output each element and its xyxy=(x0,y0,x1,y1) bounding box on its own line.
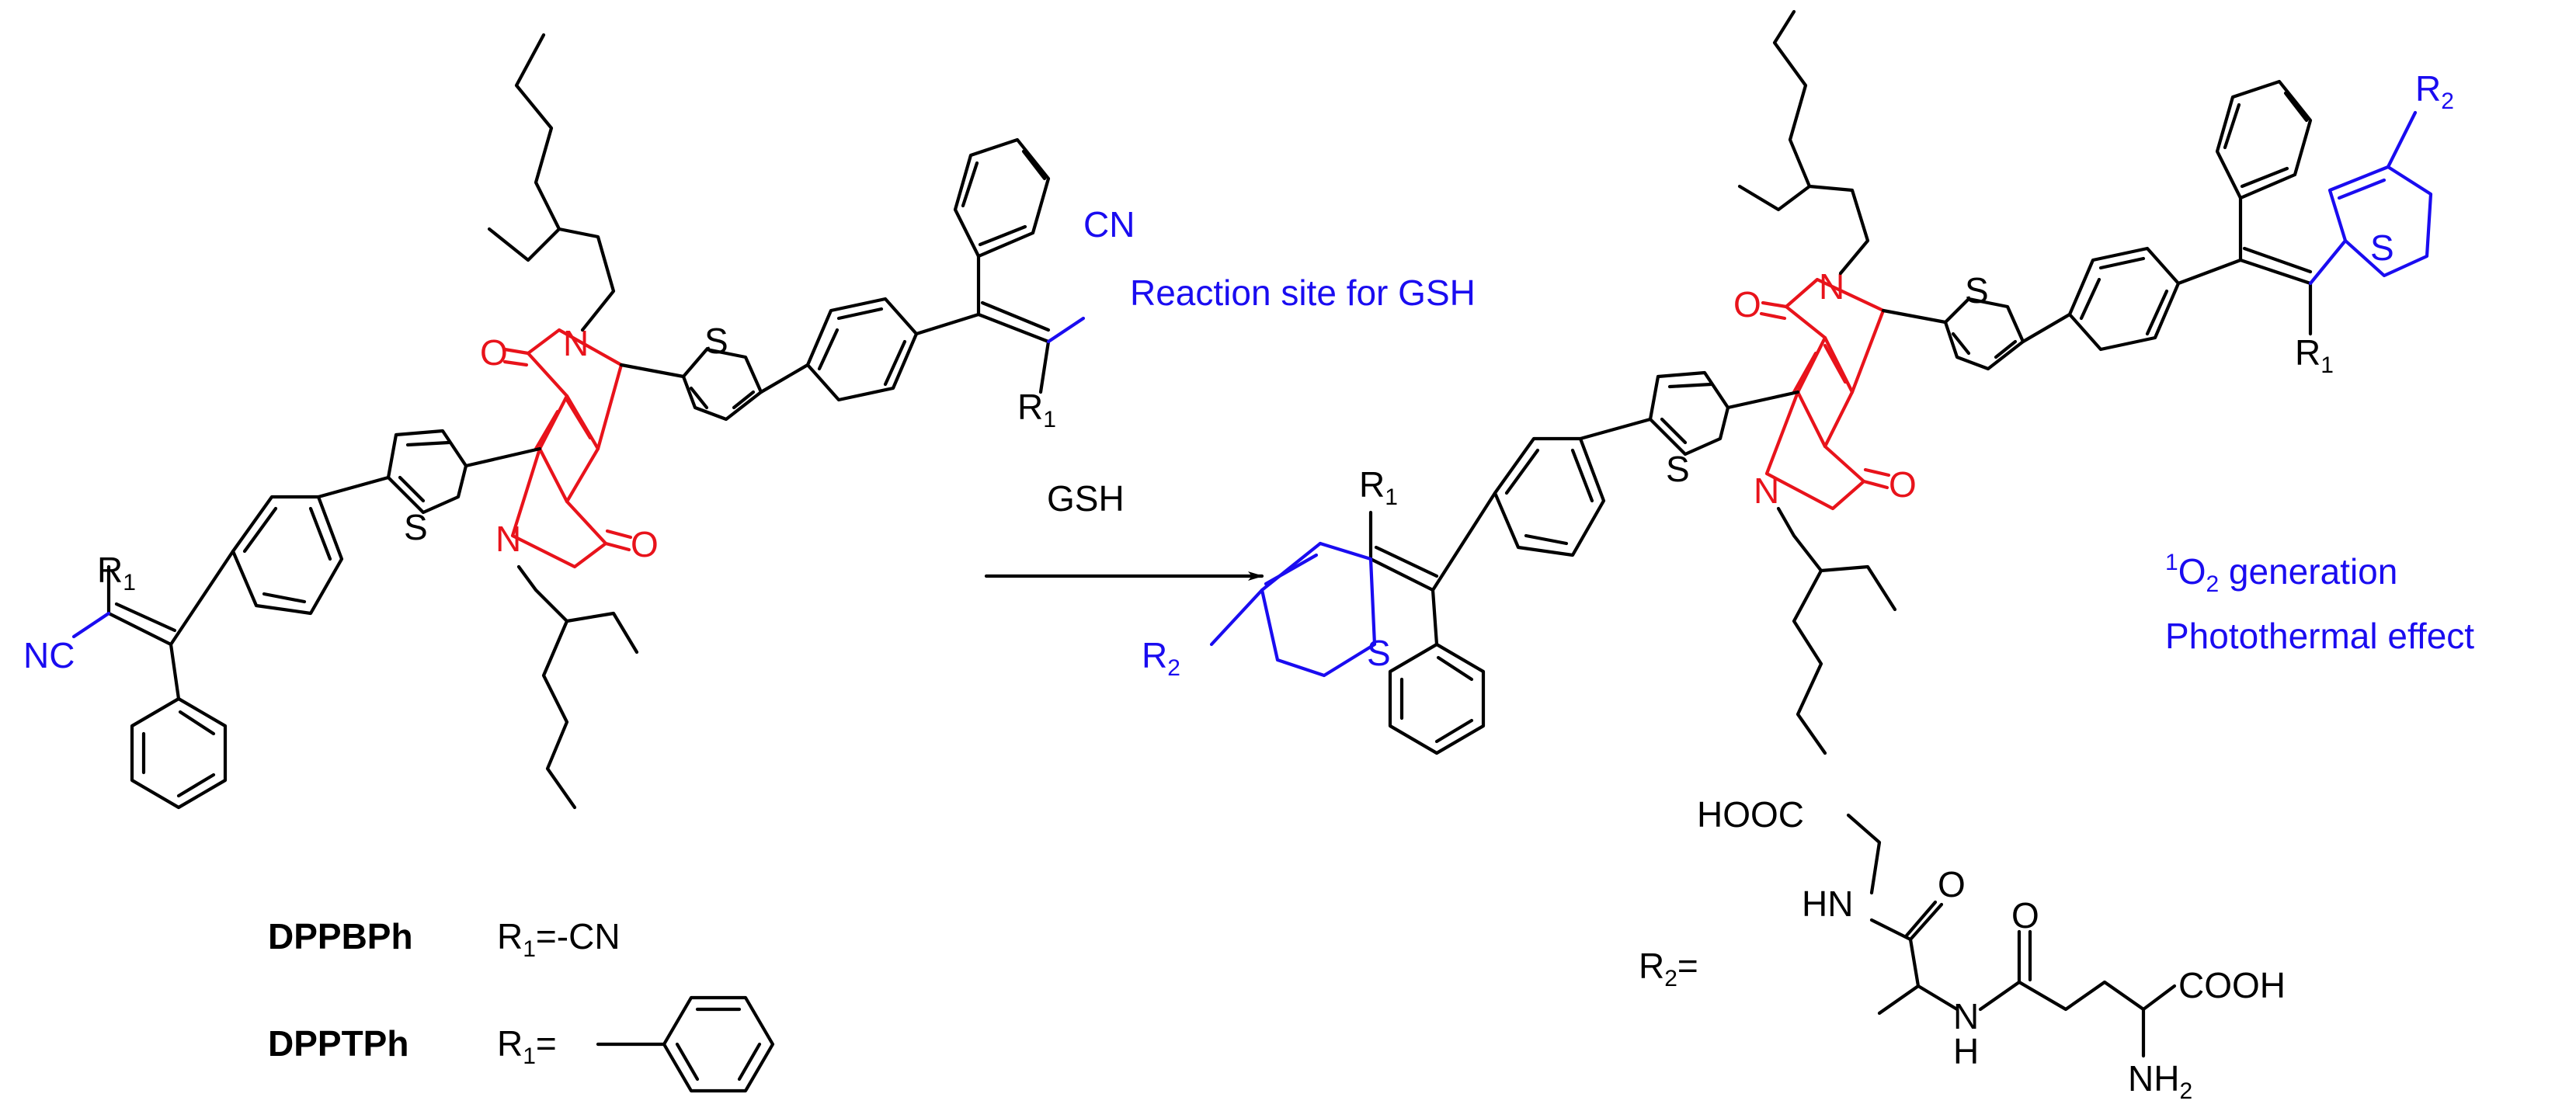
amide-o-2: O xyxy=(2011,895,2039,936)
r2-definition: R2= HOOC HN O N H O COOH NH2 xyxy=(1639,794,2286,1104)
product-sulfur-left: S xyxy=(1666,449,1690,489)
compound-r1-dppbph: R1=-CN xyxy=(497,916,621,962)
compound-r1-dpptph: R1= xyxy=(497,1023,557,1069)
nitrogen-bottom: N xyxy=(495,519,521,559)
product-r1-left: R1 xyxy=(1359,464,1398,510)
amide-n-label: N xyxy=(1953,996,1979,1036)
compound-name-dppbph: DPPBPh xyxy=(268,916,413,957)
product-r1-right: R1 xyxy=(2295,332,2334,378)
singlet-oxygen-label: 1O2 generation xyxy=(2165,550,2397,597)
dpp-core-left xyxy=(502,328,633,569)
r2-def-label: R2= xyxy=(1639,946,1698,991)
cyano-left: NC xyxy=(23,635,75,675)
amide-nh-label: HN xyxy=(1802,884,1853,924)
dpp-core-right xyxy=(1759,277,1891,511)
product-nitrogen-bottom: N xyxy=(1754,470,1779,511)
r1-right: R1 xyxy=(1017,387,1056,432)
r2-left: R2 xyxy=(1142,635,1180,681)
r2-right: R2 xyxy=(2415,68,2454,114)
amide-h-label: H xyxy=(1953,1031,1979,1071)
compound-name-dpptph: DPPTPh xyxy=(268,1023,408,1064)
cooh-label: COOH xyxy=(2178,965,2286,1005)
cyano-right: CN xyxy=(1083,204,1135,245)
product-molecule: O O N N S R1 S R2 S xyxy=(1142,9,2454,755)
starting-molecule: O O N N S CN R1 S xyxy=(23,33,1135,810)
reagent-label: GSH xyxy=(1047,478,1125,519)
hooc-label: HOOC xyxy=(1697,794,1804,835)
sulfur-left: S xyxy=(404,507,428,547)
amide-o-1: O xyxy=(1938,864,1966,904)
product-carbonyl-o-top: O xyxy=(1733,284,1761,325)
amine-label: NH2 xyxy=(2128,1058,2192,1104)
phenyl-ring-dpptph xyxy=(662,995,775,1093)
product-sulfur-blue-right: S xyxy=(2370,227,2394,268)
carbonyl-o-bottom: O xyxy=(631,524,659,564)
r1-left: R1 xyxy=(97,550,136,595)
photothermal-label: Photothermal effect xyxy=(2165,616,2474,656)
carbonyl-o-top: O xyxy=(480,332,508,373)
sulfur-right: S xyxy=(704,321,728,361)
product-sulfur-right: S xyxy=(1965,270,1989,311)
product-carbonyl-o-bottom: O xyxy=(1889,464,1917,505)
reaction-site-label: Reaction site for GSH xyxy=(1130,273,1476,313)
product-sulfur-blue-left: S xyxy=(1367,633,1391,673)
